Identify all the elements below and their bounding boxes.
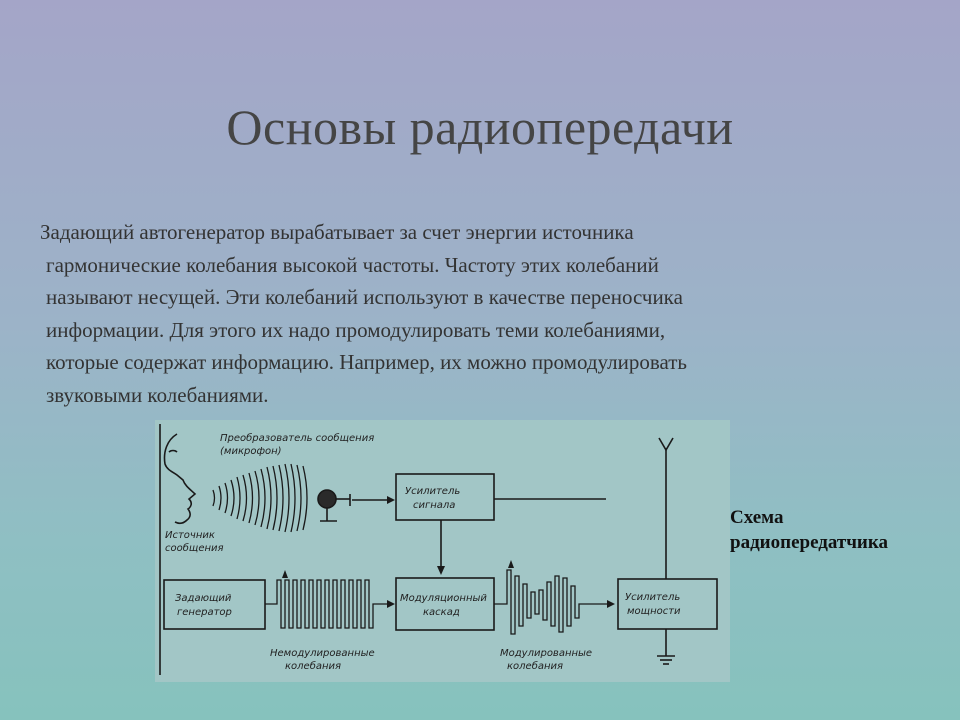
- source-sublabel: сообщения: [165, 542, 224, 554]
- transducer-label: Преобразователь сообщения: [220, 432, 374, 444]
- modulator-box: [395, 577, 495, 631]
- caption-line: Схема: [730, 507, 784, 528]
- unmodulated-label: Немодулированные: [270, 648, 375, 659]
- signal-amp-sublabel: сигнала: [413, 500, 455, 511]
- paragraph-line: Задающий автогенератор вырабатывает за с…: [40, 220, 634, 244]
- modulated-label: Модулированные: [500, 648, 592, 659]
- source-label: Источник: [165, 530, 215, 541]
- signal-amp-label: Усилитель: [405, 486, 460, 497]
- diagram-caption: Схема радиопередатчика: [730, 505, 888, 555]
- paragraph-line: гармонические колебания высокой частоты.…: [46, 252, 659, 277]
- master-oscillator-box: [163, 579, 266, 630]
- modulator-label: Модуляционный: [400, 593, 487, 604]
- unmodulated-sublabel: колебания: [285, 660, 341, 672]
- modulated-sublabel: колебания: [507, 660, 563, 672]
- sound-waves: [212, 463, 308, 533]
- slide-title: Основы радиопередачи: [226, 99, 734, 155]
- master-osc-label: Задающий: [175, 593, 232, 604]
- body-paragraph: Задающий автогенератор вырабатывает за с…: [40, 216, 916, 411]
- modulated-wave: [494, 569, 607, 635]
- transmitter-diagram: Преобразователь сообщения (микрофон) Ист…: [155, 420, 730, 682]
- paragraph-line: информации. Для этого их надо промодулир…: [46, 317, 666, 342]
- microphone-head: [317, 489, 337, 509]
- power-amp-sublabel: мощности: [627, 606, 681, 617]
- modulator-sublabel: каскад: [423, 607, 460, 618]
- paragraph-line: звуковыми колебаниями.: [46, 382, 269, 407]
- signal-amplifier-box: [395, 473, 495, 521]
- caption-line: радиопередатчика: [730, 532, 889, 553]
- power-amplifier-box: [617, 578, 718, 630]
- transducer-sublabel: (микрофон): [220, 446, 282, 457]
- paragraph-line: которые содержат информацию. Например, и…: [46, 350, 687, 374]
- transmitter-diagram-svg: Преобразователь сообщения (микрофон) Ист…: [159, 424, 718, 675]
- unmodulated-wave: [265, 579, 387, 629]
- face-profile: [163, 433, 197, 525]
- face-eye: [168, 449, 178, 453]
- antenna-icon: [658, 437, 674, 452]
- master-osc-sublabel: генератор: [177, 607, 232, 618]
- power-amp-label: Усилитель: [625, 592, 680, 603]
- paragraph-line: называют несущей. Эти колебаний использу…: [46, 285, 683, 309]
